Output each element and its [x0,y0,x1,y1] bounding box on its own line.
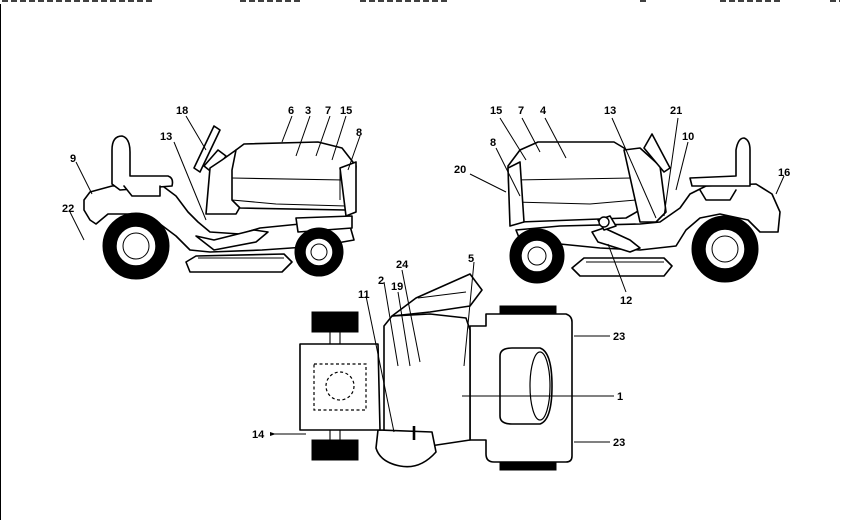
callout-23-top-upper: 23 [613,331,625,343]
leader-lines [69,115,785,443]
grille [339,161,357,217]
tractor-right-side-view [507,133,781,284]
callout-7-right: 7 [518,105,524,117]
callout-1-top: 1 [617,391,623,403]
front-tire-bottom [311,439,359,461]
callout-10-right: 10 [682,131,694,143]
tractor-left-side-view [83,125,357,280]
seat-top [499,347,553,425]
callout-19-top: 19 [391,281,403,293]
front-grille-top [299,343,381,431]
callout-3-left: 3 [305,105,311,117]
rear-fender [83,183,355,253]
callout-2-top: 2 [378,275,384,287]
cropped-header [0,0,848,4]
steering-wheel [193,125,221,173]
tractor-top-view [299,273,573,471]
callout-8-right: 8 [490,137,496,149]
hood-top [383,313,471,451]
callout-5-top: 5 [468,253,474,265]
seat [689,137,751,187]
callout-8-left: 8 [356,127,362,139]
callout-23-top-lower: 23 [613,437,625,449]
front-tire-top [311,311,359,333]
seat [111,135,174,191]
callout-15-right: 15 [490,105,502,117]
steering-wheel [643,133,671,173]
callout-4-right: 4 [540,105,547,117]
callout-7-left: 7 [325,105,331,117]
grille [507,161,525,227]
callout-18-left: 18 [176,105,188,117]
mower-deck [185,253,293,273]
callout-labels: 18 6 3 7 15 13 8 9 22 15 7 4 13 21 8 10 … [62,105,790,449]
callout-14-top: 14 [252,429,265,441]
callout-6-left: 6 [288,105,294,117]
callout-15-left: 15 [340,105,352,117]
hood [231,141,357,211]
callout-9-left: 9 [70,153,76,165]
callout-13-right: 13 [604,105,616,117]
engine-outline [313,363,367,411]
callout-21-right: 21 [670,105,682,117]
discharge-chute [391,273,483,317]
mower-deck [571,257,673,277]
callout-24-top: 24 [396,259,409,271]
callout-13-left: 13 [160,131,172,143]
callout-16-right: 16 [778,167,790,179]
callout-22-left: 22 [62,203,74,215]
callout-11-top: 11 [358,289,370,301]
callout-20-right: 20 [454,164,466,176]
hood [507,141,641,223]
callout-12-right: 12 [620,295,632,307]
